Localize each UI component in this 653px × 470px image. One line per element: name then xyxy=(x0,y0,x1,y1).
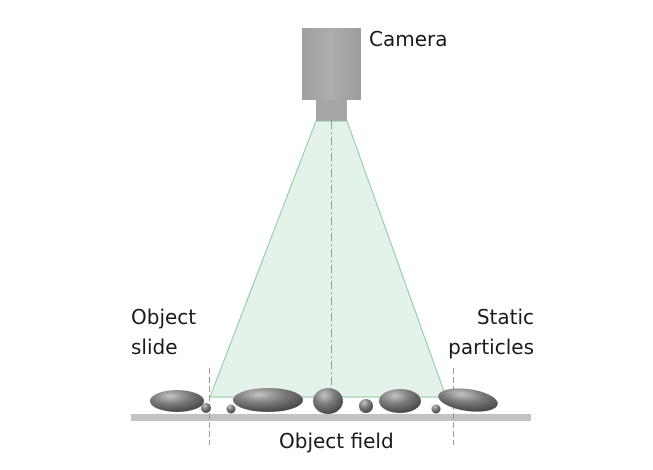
particle xyxy=(438,388,498,412)
particle xyxy=(359,399,373,413)
static-particles-label-line2: particles xyxy=(448,335,534,359)
camera-label: Camera xyxy=(369,27,448,51)
static-particles-label-line1: Static xyxy=(476,305,534,329)
camera-lens xyxy=(316,100,347,121)
light-cone xyxy=(209,120,447,398)
particle xyxy=(379,389,421,413)
object-slide xyxy=(131,414,531,421)
particle xyxy=(233,388,303,412)
object-slide-label-line1: Object xyxy=(131,305,197,329)
particle xyxy=(313,388,343,414)
camera-body xyxy=(302,28,361,100)
particle xyxy=(431,404,441,414)
object-field-label: Object field xyxy=(279,429,394,453)
object-slide-label-line2: slide xyxy=(131,335,178,359)
particle xyxy=(201,403,211,413)
particle xyxy=(150,390,204,412)
camera-icon xyxy=(302,28,361,121)
particle xyxy=(226,404,236,414)
